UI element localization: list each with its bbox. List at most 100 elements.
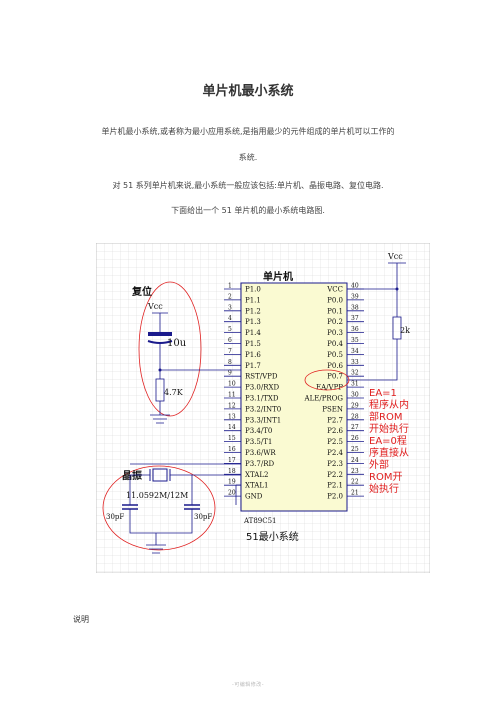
pin-name: P0.3 bbox=[327, 329, 343, 337]
pin-name: P2.7 bbox=[327, 416, 343, 424]
pin-number: 1 bbox=[228, 283, 232, 290]
annotation-line: 序直接从 bbox=[369, 446, 409, 459]
pin-number: 26 bbox=[351, 435, 359, 442]
right-pin-group: 40VCC39P0.038P0.137P0.236P0.335P0.434P0.… bbox=[304, 283, 364, 501]
paragraph-3: 对 51 系列单片机来说,最小系统一般应该包括:单片机、晶振电路、复位电路. bbox=[112, 181, 384, 190]
pin-number: 10 bbox=[228, 381, 236, 388]
annotation-line: 程序从内 bbox=[369, 398, 409, 411]
annotation-line: ROM开 bbox=[369, 472, 402, 483]
pin-number: 36 bbox=[351, 326, 359, 333]
annotation-line: EA=0程 bbox=[369, 435, 407, 447]
pin-number: 3 bbox=[228, 304, 232, 311]
capacitor-left-value: 30pF bbox=[106, 513, 124, 521]
pin-name: P3.1/TXD bbox=[245, 395, 279, 403]
crystal-label: 晶振 bbox=[122, 469, 142, 482]
reset-circuit-highlight bbox=[138, 281, 202, 417]
pin-number: 4 bbox=[228, 315, 232, 322]
pin-name: P2.6 bbox=[327, 427, 343, 435]
capacitor-value: 10u bbox=[167, 338, 187, 349]
pin-name: P1.1 bbox=[245, 296, 261, 304]
resistor-value: 4.7K bbox=[164, 388, 184, 397]
pin-number: 13 bbox=[228, 413, 236, 420]
document-title: 单片机最小系统 bbox=[202, 84, 294, 99]
pin-name: P0.4 bbox=[327, 340, 343, 348]
pin-name: P3.6/WR bbox=[245, 449, 276, 457]
pin-name: P2.1 bbox=[327, 482, 343, 490]
pin-number: 30 bbox=[351, 392, 359, 399]
ea-pin-highlight bbox=[304, 369, 350, 391]
ea-wire bbox=[347, 339, 398, 381]
pin-number: 6 bbox=[228, 337, 232, 344]
pin-name: VCC bbox=[326, 286, 343, 294]
annotation-line: 始执行 bbox=[369, 482, 399, 495]
chip-model: AT89C51 bbox=[243, 517, 277, 525]
pin-name: P1.3 bbox=[245, 318, 261, 326]
pin-number: 9 bbox=[228, 370, 232, 377]
pin-number: 5 bbox=[228, 326, 232, 333]
pin-number: 12 bbox=[228, 402, 236, 409]
ground-symbol-reset bbox=[150, 401, 170, 424]
reset-label: 复位 bbox=[131, 285, 152, 298]
pin-name: P0.2 bbox=[327, 318, 343, 326]
pin-name: P0.5 bbox=[327, 351, 343, 359]
chip-body bbox=[240, 282, 348, 512]
paragraph-2: 系统. bbox=[238, 153, 258, 162]
pin-name: P1.7 bbox=[245, 362, 261, 370]
pin-name: P2.5 bbox=[327, 438, 343, 446]
pin-number: 20 bbox=[228, 490, 236, 497]
pin-name: P3.0/RXD bbox=[245, 384, 279, 392]
pin-number: 17 bbox=[228, 457, 236, 464]
pin-number: 28 bbox=[351, 413, 359, 420]
pin-number: 24 bbox=[351, 457, 359, 464]
annotation-line: EA=1 bbox=[369, 388, 397, 399]
junction-dot-right bbox=[395, 287, 399, 291]
pin-name: P2.3 bbox=[327, 460, 343, 468]
pin-name: ALE/PROG bbox=[304, 395, 344, 403]
pin-name: P0.7 bbox=[327, 373, 343, 381]
annotation-line: 部ROM bbox=[369, 410, 402, 423]
pin-number: 25 bbox=[351, 446, 359, 453]
pin-number: 34 bbox=[351, 348, 359, 355]
pin-number: 29 bbox=[351, 402, 359, 409]
pin-number: 23 bbox=[351, 468, 359, 475]
pin-name: EA/VPP bbox=[316, 384, 343, 392]
pin-number: 8 bbox=[228, 359, 232, 366]
diagram-caption: 51最小系统 bbox=[246, 530, 299, 543]
pin-number: 40 bbox=[351, 283, 359, 290]
pin-number: 27 bbox=[351, 424, 359, 431]
pin-number: 16 bbox=[228, 446, 236, 453]
paragraph-1: 单片机最小系统,或者称为最小应用系统,是指用最少的元件组成的单片机可以工作的 bbox=[101, 127, 395, 136]
pin-number: 37 bbox=[351, 315, 359, 322]
chip-ground-wire bbox=[235, 484, 241, 505]
chip-title: 单片机 bbox=[263, 270, 293, 283]
pin-number: 11 bbox=[228, 392, 236, 399]
pin-name: P3.5/T1 bbox=[245, 438, 272, 446]
pullup-value: 2k bbox=[400, 326, 410, 335]
vcc-label-right: Vcc bbox=[387, 252, 403, 261]
pin-name: P1.2 bbox=[245, 307, 261, 315]
pin-number: 18 bbox=[228, 468, 236, 475]
pin-number: 38 bbox=[351, 304, 359, 311]
pin-name: P3.4/T0 bbox=[245, 427, 272, 435]
xtal-wires bbox=[192, 463, 241, 476]
crystal-plates bbox=[149, 469, 171, 481]
pin-number: 33 bbox=[351, 359, 359, 366]
pin-number: 15 bbox=[228, 435, 236, 442]
pin-name: P3.3/INT1 bbox=[245, 416, 281, 424]
pin-number: 35 bbox=[351, 337, 359, 344]
pin-name: PSEN bbox=[322, 405, 343, 413]
annotation-line: 开始执行 bbox=[369, 422, 409, 435]
pin-name: P2.0 bbox=[327, 493, 343, 501]
pin-name: GND bbox=[245, 493, 263, 501]
capacitor-right-value: 30pF bbox=[194, 513, 212, 521]
crystal-value: 11.0592M/12M bbox=[126, 491, 188, 500]
pin-name: RST/VPD bbox=[245, 373, 278, 381]
pin-name: P1.5 bbox=[245, 340, 261, 348]
pin-number: 21 bbox=[351, 490, 359, 497]
pin-name: P3.7/RD bbox=[245, 460, 274, 468]
vcc-label-left: Vcc bbox=[147, 302, 163, 311]
crystal-vertical-wires bbox=[129, 475, 193, 505]
